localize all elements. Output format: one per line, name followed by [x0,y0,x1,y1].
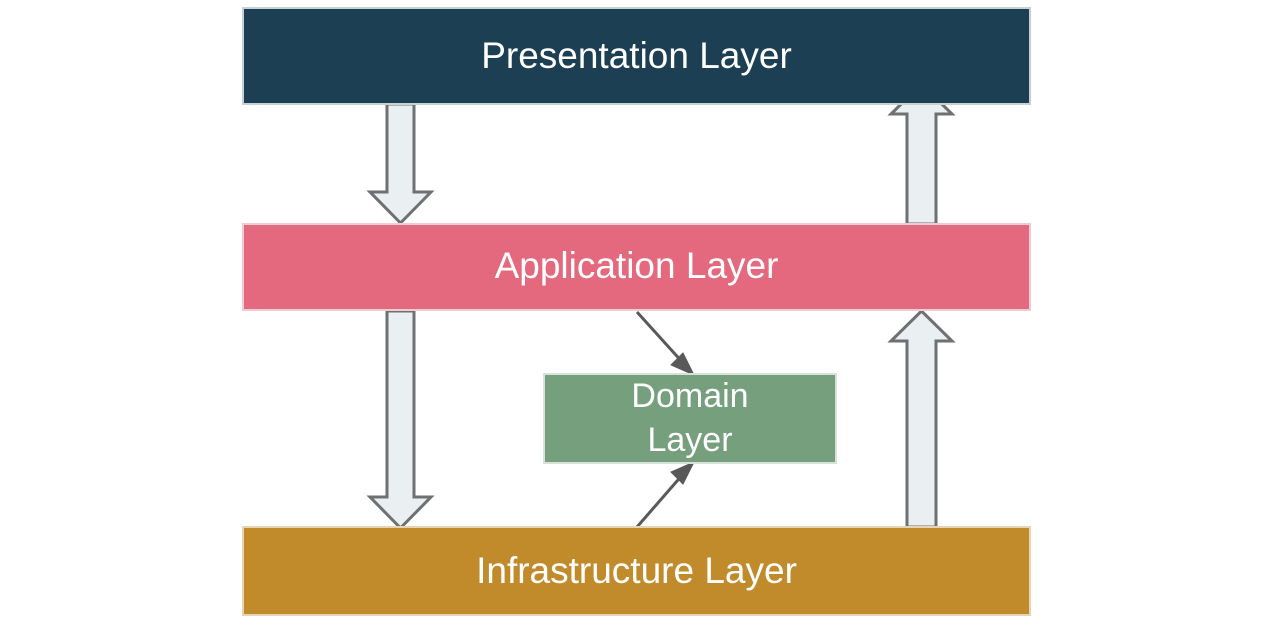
presentation-layer-label: Presentation Layer [481,35,792,76]
infrastructure-layer-rect [242,526,1031,616]
up-arrow-icon [887,308,956,529]
domain-layer-label-line2: Layer [647,421,732,459]
domain-layer-label-line1: Domain [631,377,748,415]
layer-box-domain[interactable]: Domain Layer [543,373,837,464]
arrow-head-icon [670,352,696,377]
application-layer-rect [242,223,1031,311]
line-arrow-application-to-domain [635,310,696,377]
infrastructure-layer-label: Infrastructure Layer [476,550,797,591]
layer-box-presentation[interactable]: Presentation Layer [242,7,1031,105]
block-arrow-presentation-to-application [366,102,435,226]
arrow-shaft [635,472,686,528]
block-arrow-application-to-infrastructure [366,309,435,531]
down-arrow-icon [366,102,435,226]
arrow-shaft [635,310,686,366]
arrow-head-icon [670,460,696,485]
layer-box-infrastructure[interactable]: Infrastructure Layer [242,526,1031,616]
presentation-layer-rect [242,7,1031,105]
block-arrow-infrastructure-to-application [887,308,956,529]
domain-layer-rect [543,373,837,464]
application-layer-label: Application Layer [495,245,779,286]
layer-box-application[interactable]: Application Layer [242,223,1031,311]
line-arrow-infrastructure-to-domain [635,460,696,528]
down-arrow-icon [366,309,435,531]
